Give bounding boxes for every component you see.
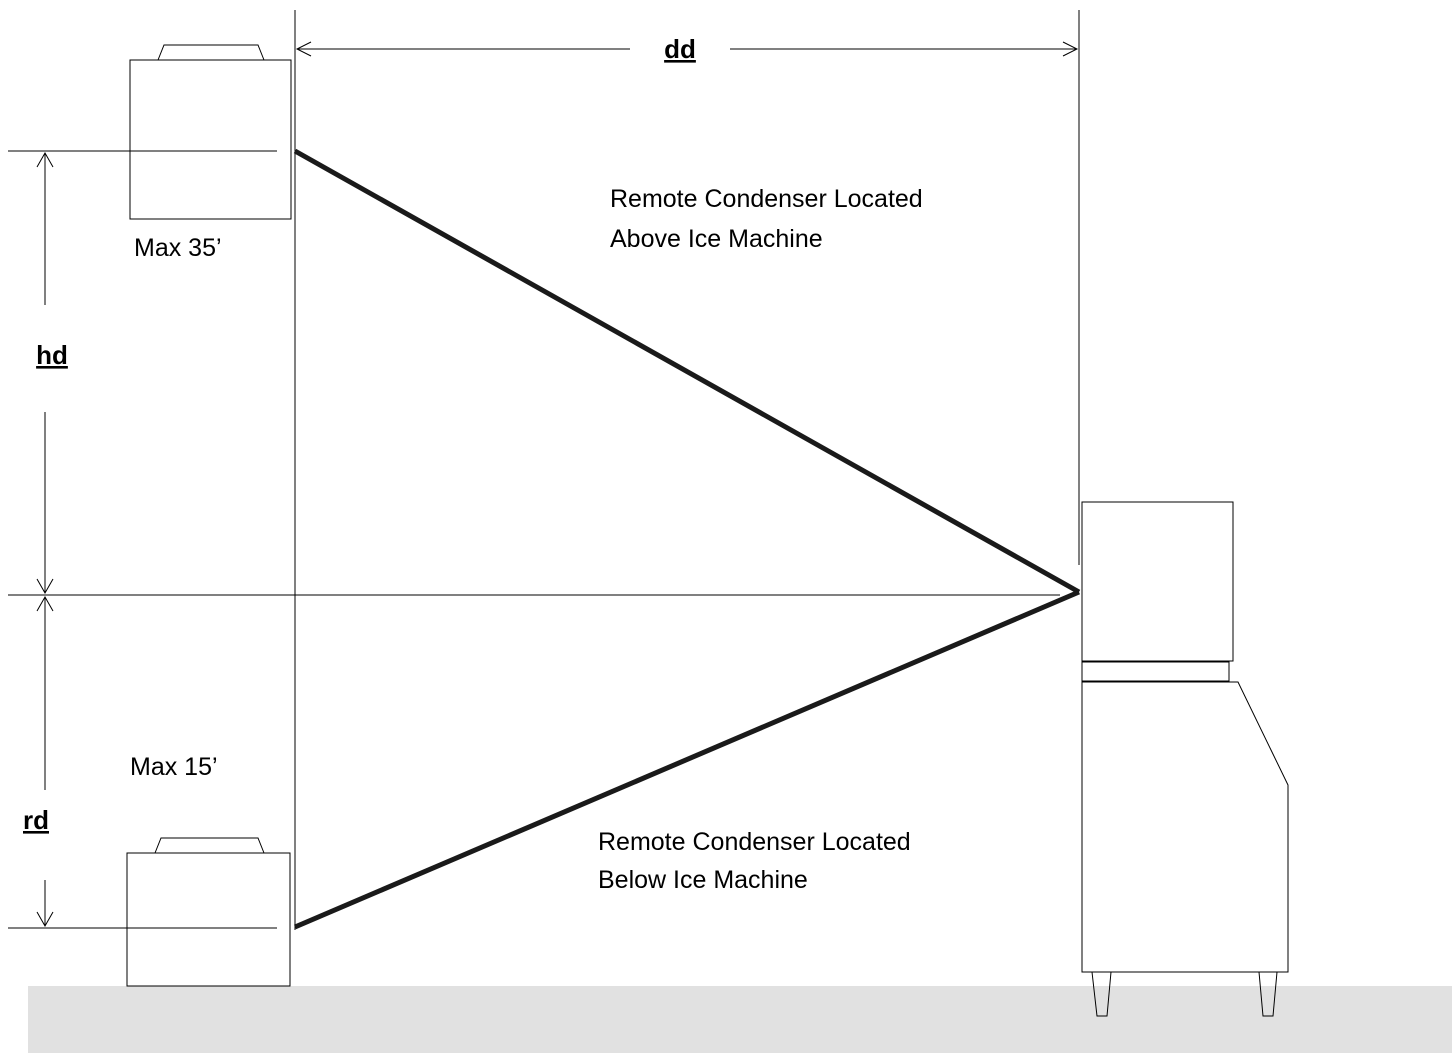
above-caption-line-1: Remote Condenser Located [610, 185, 923, 213]
below-caption-line-2: Below Ice Machine [598, 866, 808, 894]
rd-label: rd [23, 805, 49, 835]
lower-remote-condenser [126, 837, 291, 987]
dd-label: dd [664, 34, 696, 64]
hd-dimension-arrow [36, 151, 54, 595]
hd-label: hd [36, 340, 68, 370]
rd-dimension-arrow [36, 595, 54, 928]
max-below-label: Max 15’ [130, 753, 218, 781]
lower-refrigerant-line [294, 589, 1080, 930]
upper-remote-condenser [129, 44, 292, 220]
floor [28, 986, 1452, 1053]
max-above-label: Max 35’ [134, 234, 222, 262]
below-caption-line-1: Remote Condenser Located [598, 828, 911, 856]
upper-refrigerant-line [293, 148, 1081, 595]
above-caption-line-2: Above Ice Machine [610, 225, 823, 253]
ice-machine [1081, 501, 1289, 1017]
dd-dimension-arrow [295, 41, 1079, 57]
